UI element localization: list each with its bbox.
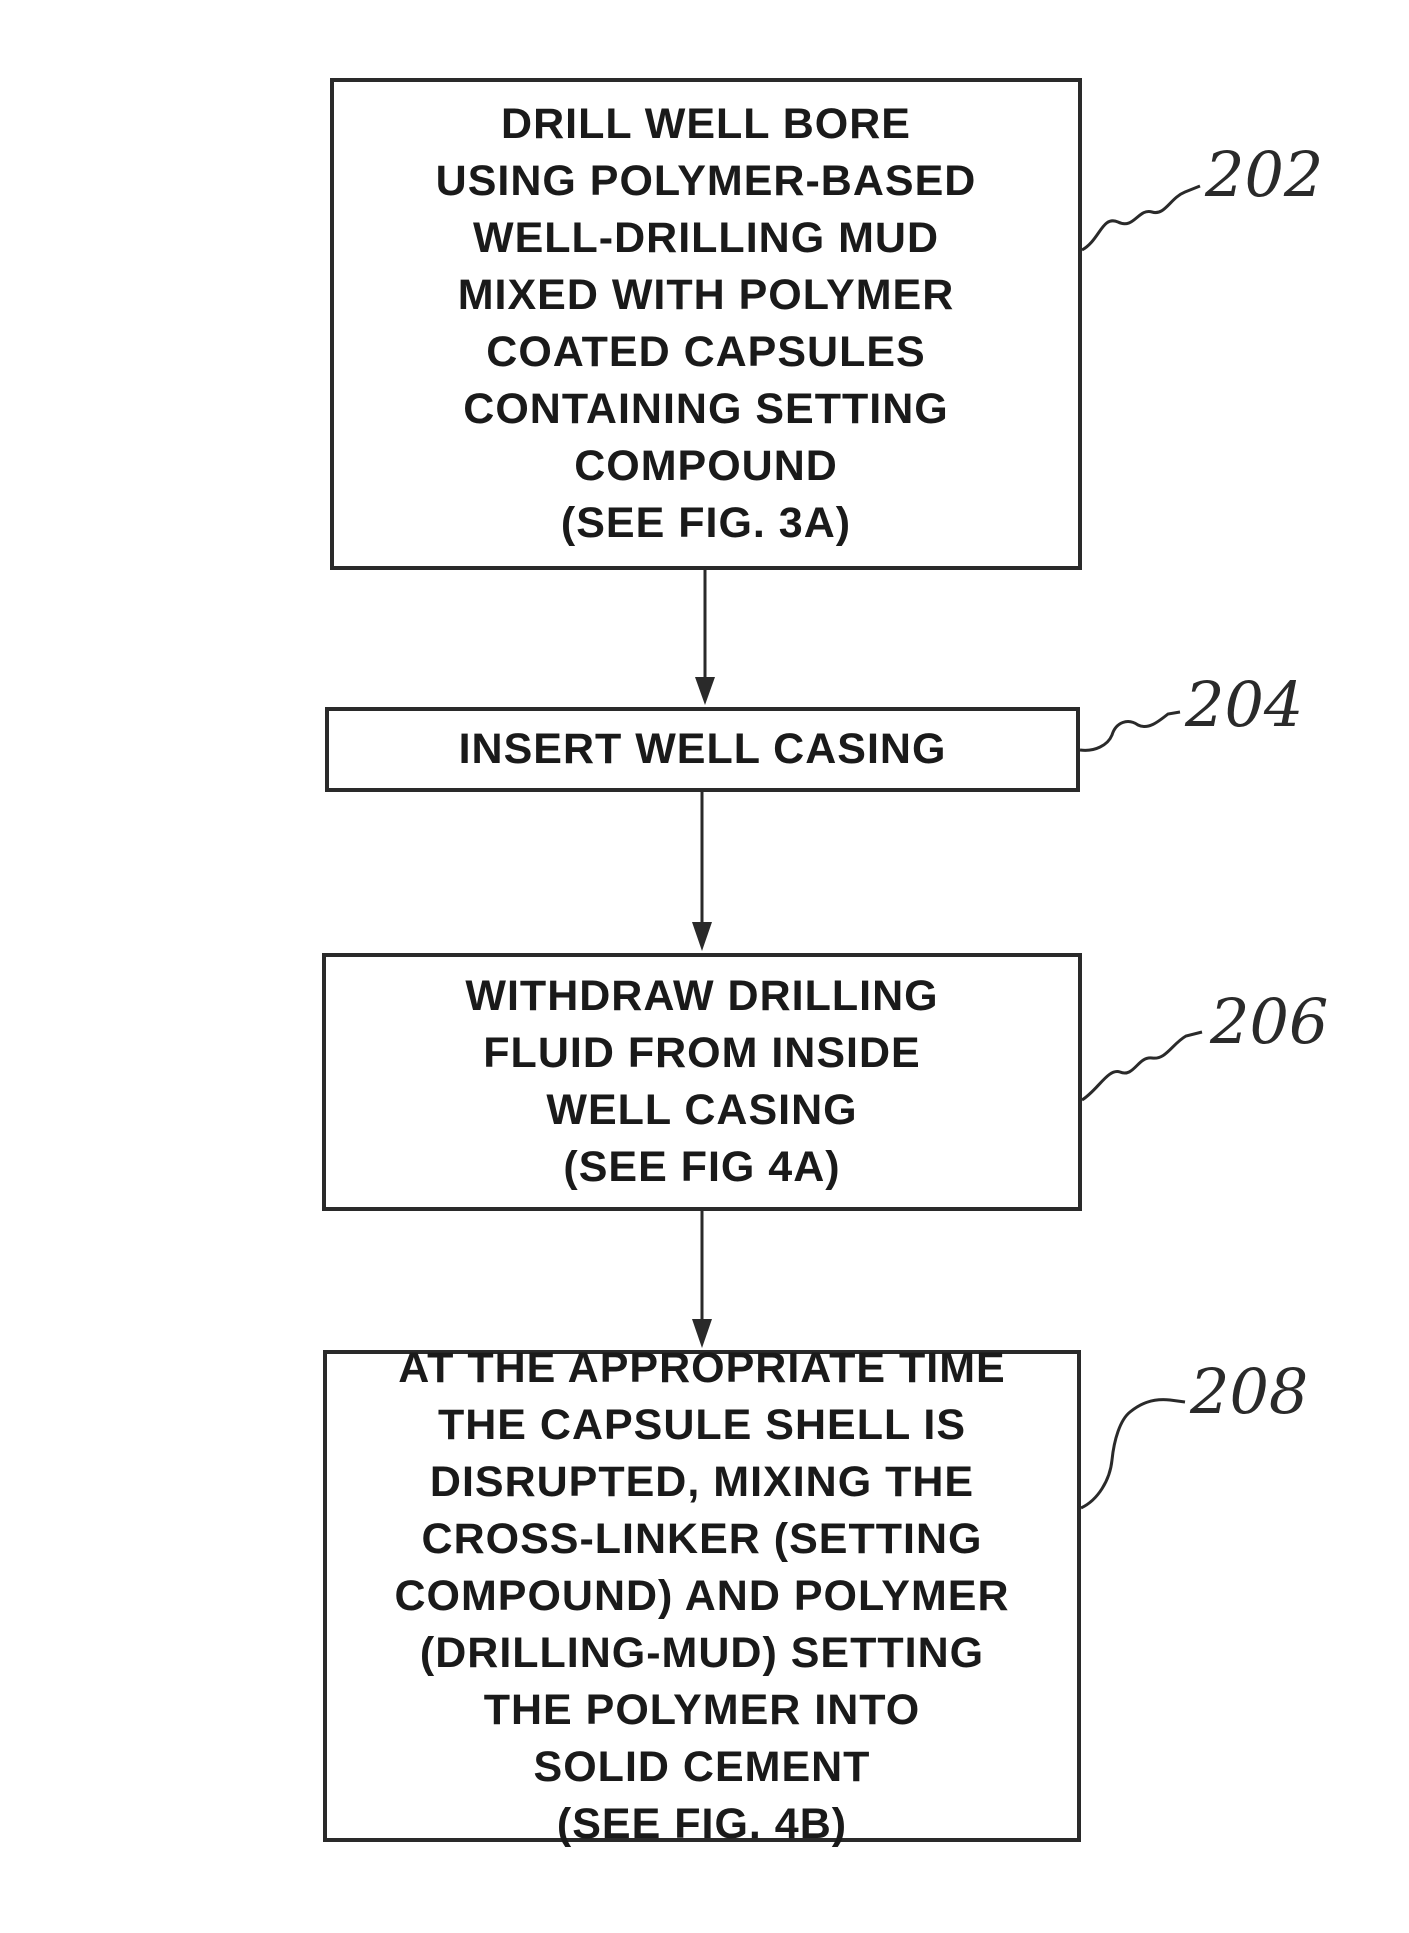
step-208-line: (SEE FIG. 4B) [557, 1796, 847, 1853]
step-208-line: CROSS-LINKER (SETTING [422, 1511, 983, 1568]
arrow-204-to-206 [692, 792, 712, 951]
step-202-line: MIXED WITH POLYMER [458, 267, 955, 324]
leader-line-202 [1082, 186, 1200, 250]
reference-numeral-202: 202 [1205, 138, 1323, 211]
step-box-208: AT THE APPROPRIATE TIME THE CAPSULE SHEL… [323, 1350, 1081, 1842]
step-202-line: DRILL WELL BORE [501, 96, 911, 153]
step-208-line: SOLID CEMENT [534, 1739, 871, 1796]
step-206-line: WITHDRAW DRILLING [465, 968, 938, 1025]
step-202-line: USING POLYMER-BASED [436, 153, 977, 210]
leader-line-208 [1081, 1400, 1185, 1508]
step-208-line: (DRILLING-MUD) SETTING [420, 1625, 984, 1682]
reference-numeral-208: 208 [1190, 1355, 1308, 1428]
step-204-line: INSERT WELL CASING [459, 721, 947, 778]
step-208-line: THE CAPSULE SHELL IS [438, 1397, 966, 1454]
step-box-206: WITHDRAW DRILLING FLUID FROM INSIDE WELL… [322, 953, 1082, 1211]
step-202-line: COMPOUND [574, 438, 838, 495]
leader-line-204 [1080, 712, 1180, 750]
step-202-line: CONTAINING SETTING [463, 381, 948, 438]
step-206-line: FLUID FROM INSIDE [483, 1025, 920, 1082]
step-208-line: COMPOUND) AND POLYMER [394, 1568, 1009, 1625]
step-box-202: DRILL WELL BORE USING POLYMER-BASED WELL… [330, 78, 1082, 570]
step-208-line: DISRUPTED, MIXING THE [430, 1454, 974, 1511]
step-box-204: INSERT WELL CASING [325, 707, 1080, 792]
step-208-line: AT THE APPROPRIATE TIME [398, 1340, 1006, 1397]
leader-line-206 [1082, 1032, 1202, 1100]
step-202-line: WELL-DRILLING MUD [473, 210, 939, 267]
arrow-206-to-208 [692, 1211, 712, 1348]
step-208-line: THE POLYMER INTO [484, 1682, 921, 1739]
step-206-line: WELL CASING [546, 1082, 857, 1139]
reference-numeral-206: 206 [1210, 985, 1328, 1058]
reference-numeral-204: 204 [1185, 668, 1303, 741]
step-202-line: (SEE FIG. 3A) [561, 495, 851, 552]
step-206-line: (SEE FIG 4A) [563, 1139, 840, 1196]
arrow-202-to-204 [695, 570, 715, 705]
step-202-line: COATED CAPSULES [486, 324, 925, 381]
